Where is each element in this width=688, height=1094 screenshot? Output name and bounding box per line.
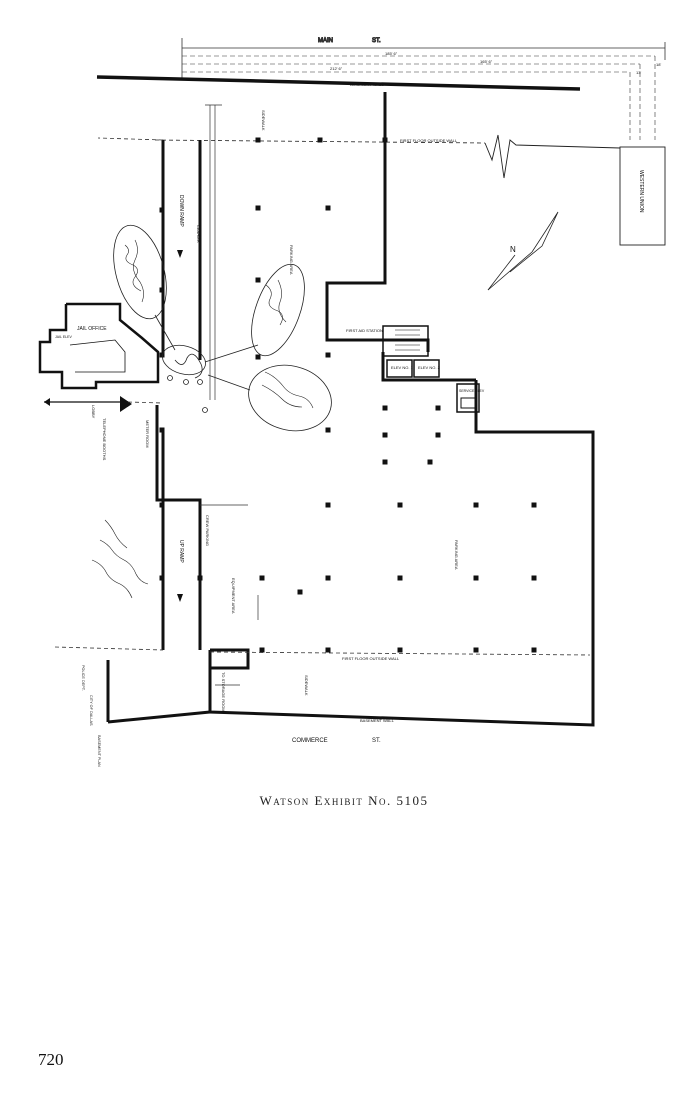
elevator-2-label: ELEV NO. 2	[418, 365, 441, 370]
column	[531, 575, 537, 581]
to-storage-room-label: TO STORAGE ROOM	[221, 672, 226, 712]
south-parking-area-label: PARKING AREA	[454, 540, 459, 570]
column	[255, 354, 261, 360]
western-union-booth	[619, 146, 666, 246]
main-street-area: MAIN ST. 185' 6" 165' 6" 212' 6" 18' 13'	[181, 38, 666, 140]
annotation-ellipse-3	[248, 364, 332, 432]
north-basement-wall-label: BASEMENT WALL	[350, 82, 385, 87]
column	[473, 502, 479, 508]
telephone-booths-label: TELEPHONE BOOTHS	[102, 418, 107, 461]
dimension-middle: 165' 6"	[480, 59, 493, 64]
crew-parking-label: CREW PARKING	[205, 515, 210, 546]
annotation-ellipse-2	[251, 263, 305, 357]
equipment-area-label: EQUIPMENT AREA	[231, 578, 236, 614]
column	[397, 647, 403, 653]
north-first-floor-wall	[154, 139, 486, 144]
column	[397, 502, 403, 508]
stamp-bottom: BASEMENT PLAN	[97, 735, 101, 767]
column	[325, 205, 331, 211]
column	[382, 459, 388, 465]
north-basement-wall	[96, 75, 581, 91]
handwritten-annotations	[91, 224, 332, 599]
main-street-label: MAIN	[318, 38, 333, 44]
down-ramp-label: DOWN RAMP	[178, 195, 184, 227]
stair-and-elevators	[382, 325, 480, 413]
meter-room-label: METER ROOM	[145, 420, 150, 448]
column	[259, 647, 265, 653]
column	[159, 287, 165, 293]
up-ramp-arrow	[177, 594, 183, 602]
interior-lines	[200, 104, 259, 686]
column	[325, 575, 331, 581]
lobby-arrow	[120, 396, 132, 412]
first-aid-station-label: FIRST AID STATION	[346, 328, 383, 333]
column	[197, 575, 203, 581]
north-parking-area-label: PARKING AREA	[289, 245, 294, 275]
column	[382, 137, 388, 143]
column	[325, 647, 331, 653]
column	[255, 205, 261, 211]
service-elevator-label: SERVICE ELEV	[459, 389, 485, 393]
column	[159, 427, 165, 433]
column	[159, 207, 165, 213]
column	[397, 575, 403, 581]
column	[255, 137, 261, 143]
south-first-floor-wall-label: FIRST FLOOR OUTSIDE WALL	[342, 656, 400, 661]
column	[317, 137, 323, 143]
building-walls	[106, 92, 595, 727]
cashier-label: CASHIER	[196, 225, 201, 243]
dimension-inner: 212' 6"	[330, 66, 343, 71]
column	[255, 277, 261, 283]
column	[159, 352, 165, 358]
north-arrow: N	[487, 211, 559, 291]
svg-text:N: N	[510, 245, 516, 254]
dashed-perimeter	[54, 137, 591, 656]
lobby-arrow-left	[44, 398, 50, 406]
up-ramp-label: UP RAMP	[178, 540, 184, 563]
column	[325, 502, 331, 508]
south-sidewalk-label: SIDEWALK	[304, 675, 309, 696]
column	[473, 647, 479, 653]
jail-elevator-label: JAIL ELEV	[55, 335, 72, 339]
annotation-ellipse-1	[113, 224, 167, 320]
stamp-top: POLICE DEPT.	[81, 665, 85, 691]
column	[531, 647, 537, 653]
column	[325, 427, 331, 433]
break-line	[484, 134, 621, 179]
column	[297, 589, 303, 595]
jail-office-label: JAIL OFFICE	[77, 326, 107, 332]
column	[382, 405, 388, 411]
north-sidewalk-label: SIDEWALK	[261, 110, 266, 131]
page-number: 720	[38, 1050, 64, 1069]
stamp-mid: CITY OF DALLAS	[89, 695, 93, 726]
down-ramp-arrow	[177, 250, 183, 258]
jail-office	[38, 302, 160, 390]
commerce-street-suffix: ST.	[372, 738, 381, 744]
exhibit-caption: Watson Exhibit No. 5105	[259, 793, 429, 808]
lobby-label: LOBBY	[91, 405, 96, 419]
dimension-outer: 185' 6"	[385, 51, 398, 56]
column	[259, 575, 265, 581]
elevator-1-label: ELEV NO. 1	[391, 365, 414, 370]
south-basement-wall-label: BASEMENT WALL	[360, 718, 395, 723]
columns	[159, 137, 537, 653]
main-street-suffix: ST.	[372, 38, 381, 44]
column	[159, 502, 165, 508]
column	[382, 432, 388, 438]
dimension-right-a: 18'	[656, 62, 661, 67]
column	[427, 459, 433, 465]
column	[531, 502, 537, 508]
western-union-label: WESTERN UNION	[638, 170, 644, 213]
dimension-right-b: 13'	[636, 70, 641, 75]
annotation-ellipse-4	[162, 344, 206, 376]
column	[473, 575, 479, 581]
column	[159, 575, 165, 581]
column	[435, 405, 441, 411]
commerce-street-label: COMMERCE	[292, 738, 328, 744]
column	[435, 432, 441, 438]
column	[325, 352, 331, 358]
north-first-floor-wall-label: FIRST FLOOR OUTSIDE WALL	[400, 138, 458, 143]
